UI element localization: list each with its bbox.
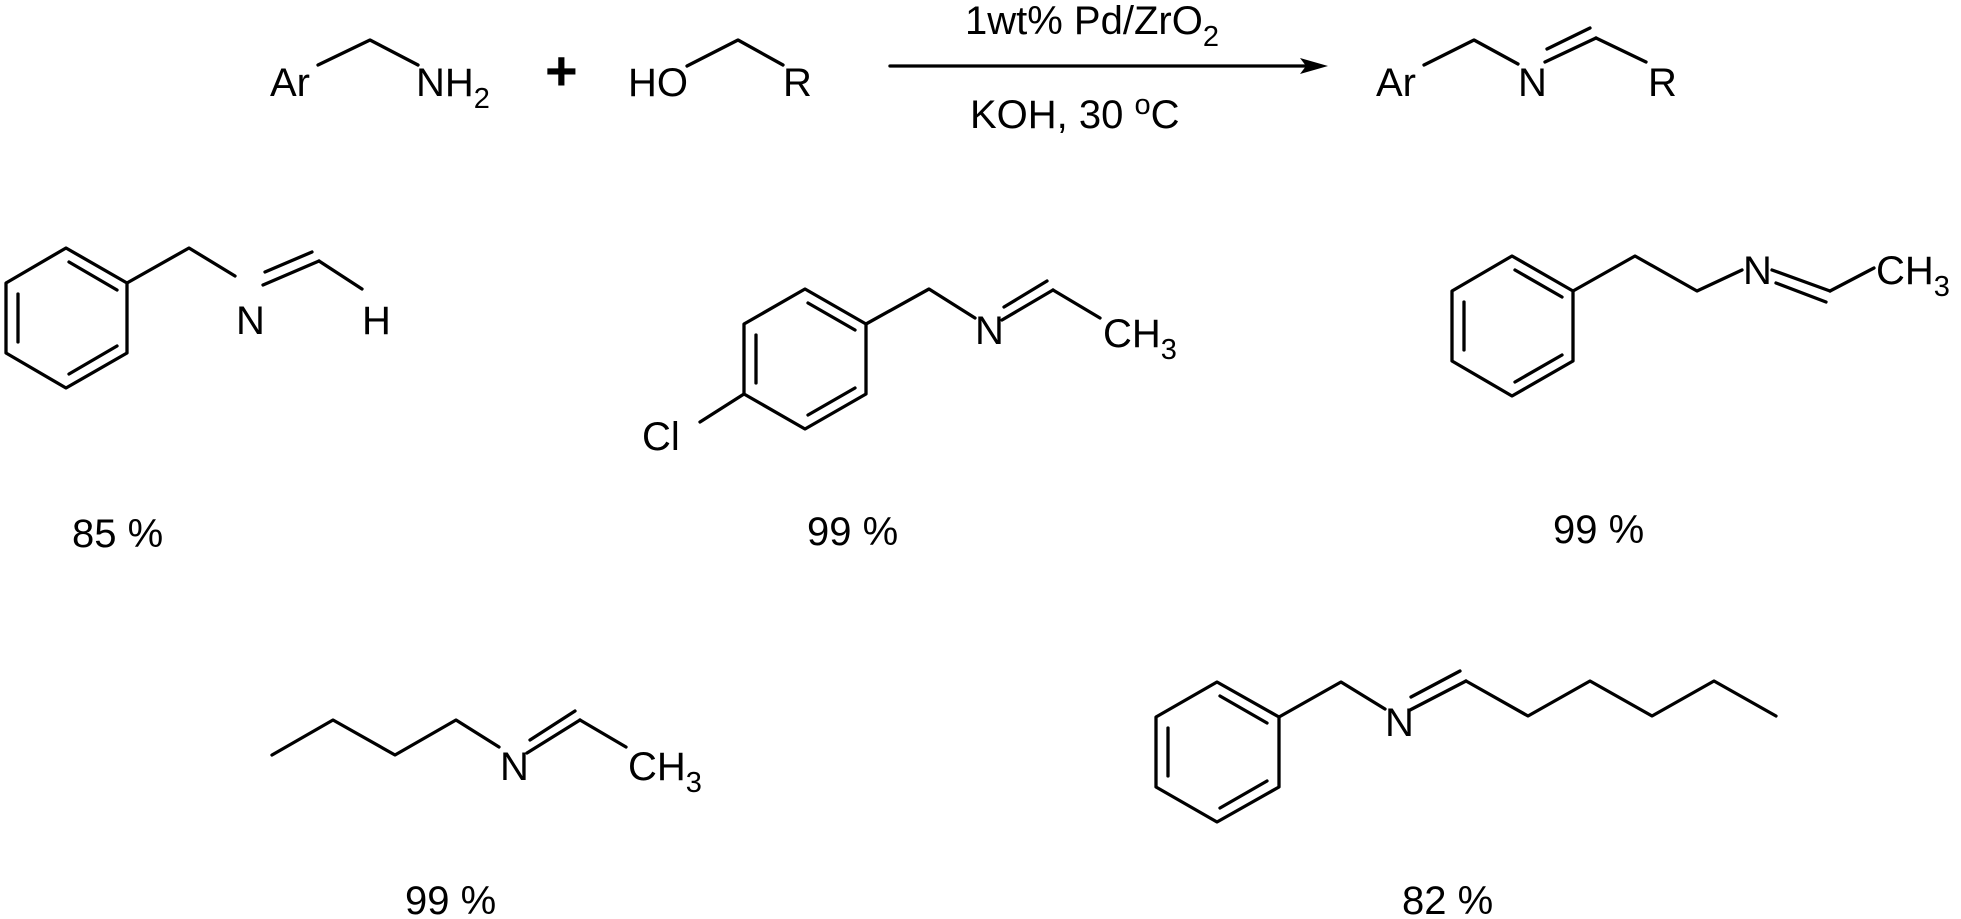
reactant-alcohol-r-label: R <box>783 61 812 105</box>
example-3-cn-double-bond-a <box>1770 268 1832 293</box>
example-1-yield: 85 % <box>72 512 163 556</box>
example-2-ring-double-bonds <box>754 301 857 417</box>
reaction-conditions-label: KOH, 30 oC <box>970 89 1180 137</box>
reactant-amine-nh2-label: NH2 <box>416 61 490 115</box>
example-3-benzene-ring <box>1450 254 1575 398</box>
example-5-n-label: N <box>1385 701 1414 745</box>
product-cn-double-bond-b <box>1545 26 1592 51</box>
example-2-cl-bond <box>698 392 746 424</box>
reactant-amine: Ar NH2 <box>270 38 490 115</box>
product-cn-double-bond-a <box>1543 36 1598 64</box>
example-3-yield: 99 % <box>1553 508 1644 552</box>
example-4-n-label: N <box>500 745 529 789</box>
example-2-cn-double-bond-b <box>1002 279 1049 309</box>
reactant-amine-ar-label: Ar <box>270 61 310 105</box>
example-5-yield: 82 % <box>1402 879 1493 919</box>
example-2-yield: 99 % <box>807 510 898 554</box>
example-1-n-label: N <box>236 299 265 343</box>
reaction-catalyst-label: 1wt% Pd/ZrO2 <box>965 0 1219 53</box>
reactant-amine-skeleton <box>316 38 420 67</box>
example-5-cn-double-bond-a <box>1408 679 1468 712</box>
example-3-chain <box>1571 254 1744 293</box>
example-5-ring-double-bonds <box>1166 694 1269 810</box>
example-2-ch3-bond <box>1051 288 1102 320</box>
example-5-pentyl-chain <box>1464 679 1778 718</box>
example-4-ch3-bond <box>578 718 628 749</box>
example-2-cn-double-bond-a <box>1000 288 1055 322</box>
plus-sign: + <box>545 39 578 102</box>
example-1-cn-double-bond-b <box>263 250 314 274</box>
general-reaction: Ar NH2 + HO R 1wt% Pd/ZrO2 KOH, 30 oC Ar… <box>270 0 1677 137</box>
example-5-chain <box>1277 680 1387 719</box>
example-2-cl-label: Cl <box>642 415 680 459</box>
example-1-ch-bond <box>317 259 364 291</box>
product-skeleton <box>1422 38 1520 67</box>
example-4-ch3-label: CH3 <box>628 745 702 799</box>
example-2-chlorobenzyl-ethanimine: N CH3 Cl 99 % <box>642 279 1177 554</box>
example-4-yield: 99 % <box>405 879 496 919</box>
product-n-label: N <box>1518 61 1547 105</box>
reactant-alcohol-skeleton <box>685 38 785 68</box>
example-2-n-label: N <box>975 309 1004 353</box>
example-1-h-label: H <box>362 299 391 343</box>
example-1-cn-double-bond-a <box>261 259 321 287</box>
example-2-chain <box>864 287 977 326</box>
reactant-alcohol-ho-label: HO <box>628 61 688 105</box>
reaction-arrow-head <box>1300 58 1328 74</box>
example-4-chain <box>270 718 501 757</box>
example-5-cn-double-bond-b <box>1409 669 1462 699</box>
example-2-benzene-ring <box>742 287 868 431</box>
product-ar-label: Ar <box>1376 61 1416 105</box>
example-5-benzene-ring <box>1154 680 1281 824</box>
reaction-arrow: 1wt% Pd/ZrO2 KOH, 30 oC <box>888 0 1328 137</box>
example-4-cn-double-bond-b <box>528 709 577 742</box>
example-1-benzyl-methanimine: N H 85 % <box>4 246 391 556</box>
example-1-chain <box>125 246 237 285</box>
example-3-ch3-bond <box>1828 266 1876 293</box>
example-5-benzyl-hexanimine: N 82 % <box>1154 669 1778 919</box>
example-3-ring-double-bonds <box>1462 268 1564 384</box>
example-1-benzene-ring <box>4 246 129 390</box>
reactant-alcohol: HO R <box>628 38 812 105</box>
example-4-butyl-ethanimine: N CH3 99 % <box>270 709 702 919</box>
example-2-ch3-label: CH3 <box>1103 312 1177 366</box>
example-4-cn-double-bond-a <box>525 718 582 755</box>
example-1-ring-double-bonds <box>16 260 119 376</box>
example-3-phenethyl-ethanimine: N CH3 99 % <box>1450 249 1950 552</box>
example-3-ch3-label: CH3 <box>1876 249 1950 303</box>
product-r-bond <box>1594 36 1648 64</box>
product-imine: Ar N R <box>1376 26 1677 105</box>
example-3-cn-double-bond-b <box>1774 281 1828 304</box>
product-r-label: R <box>1648 61 1677 105</box>
example-3-n-label: N <box>1743 249 1772 293</box>
